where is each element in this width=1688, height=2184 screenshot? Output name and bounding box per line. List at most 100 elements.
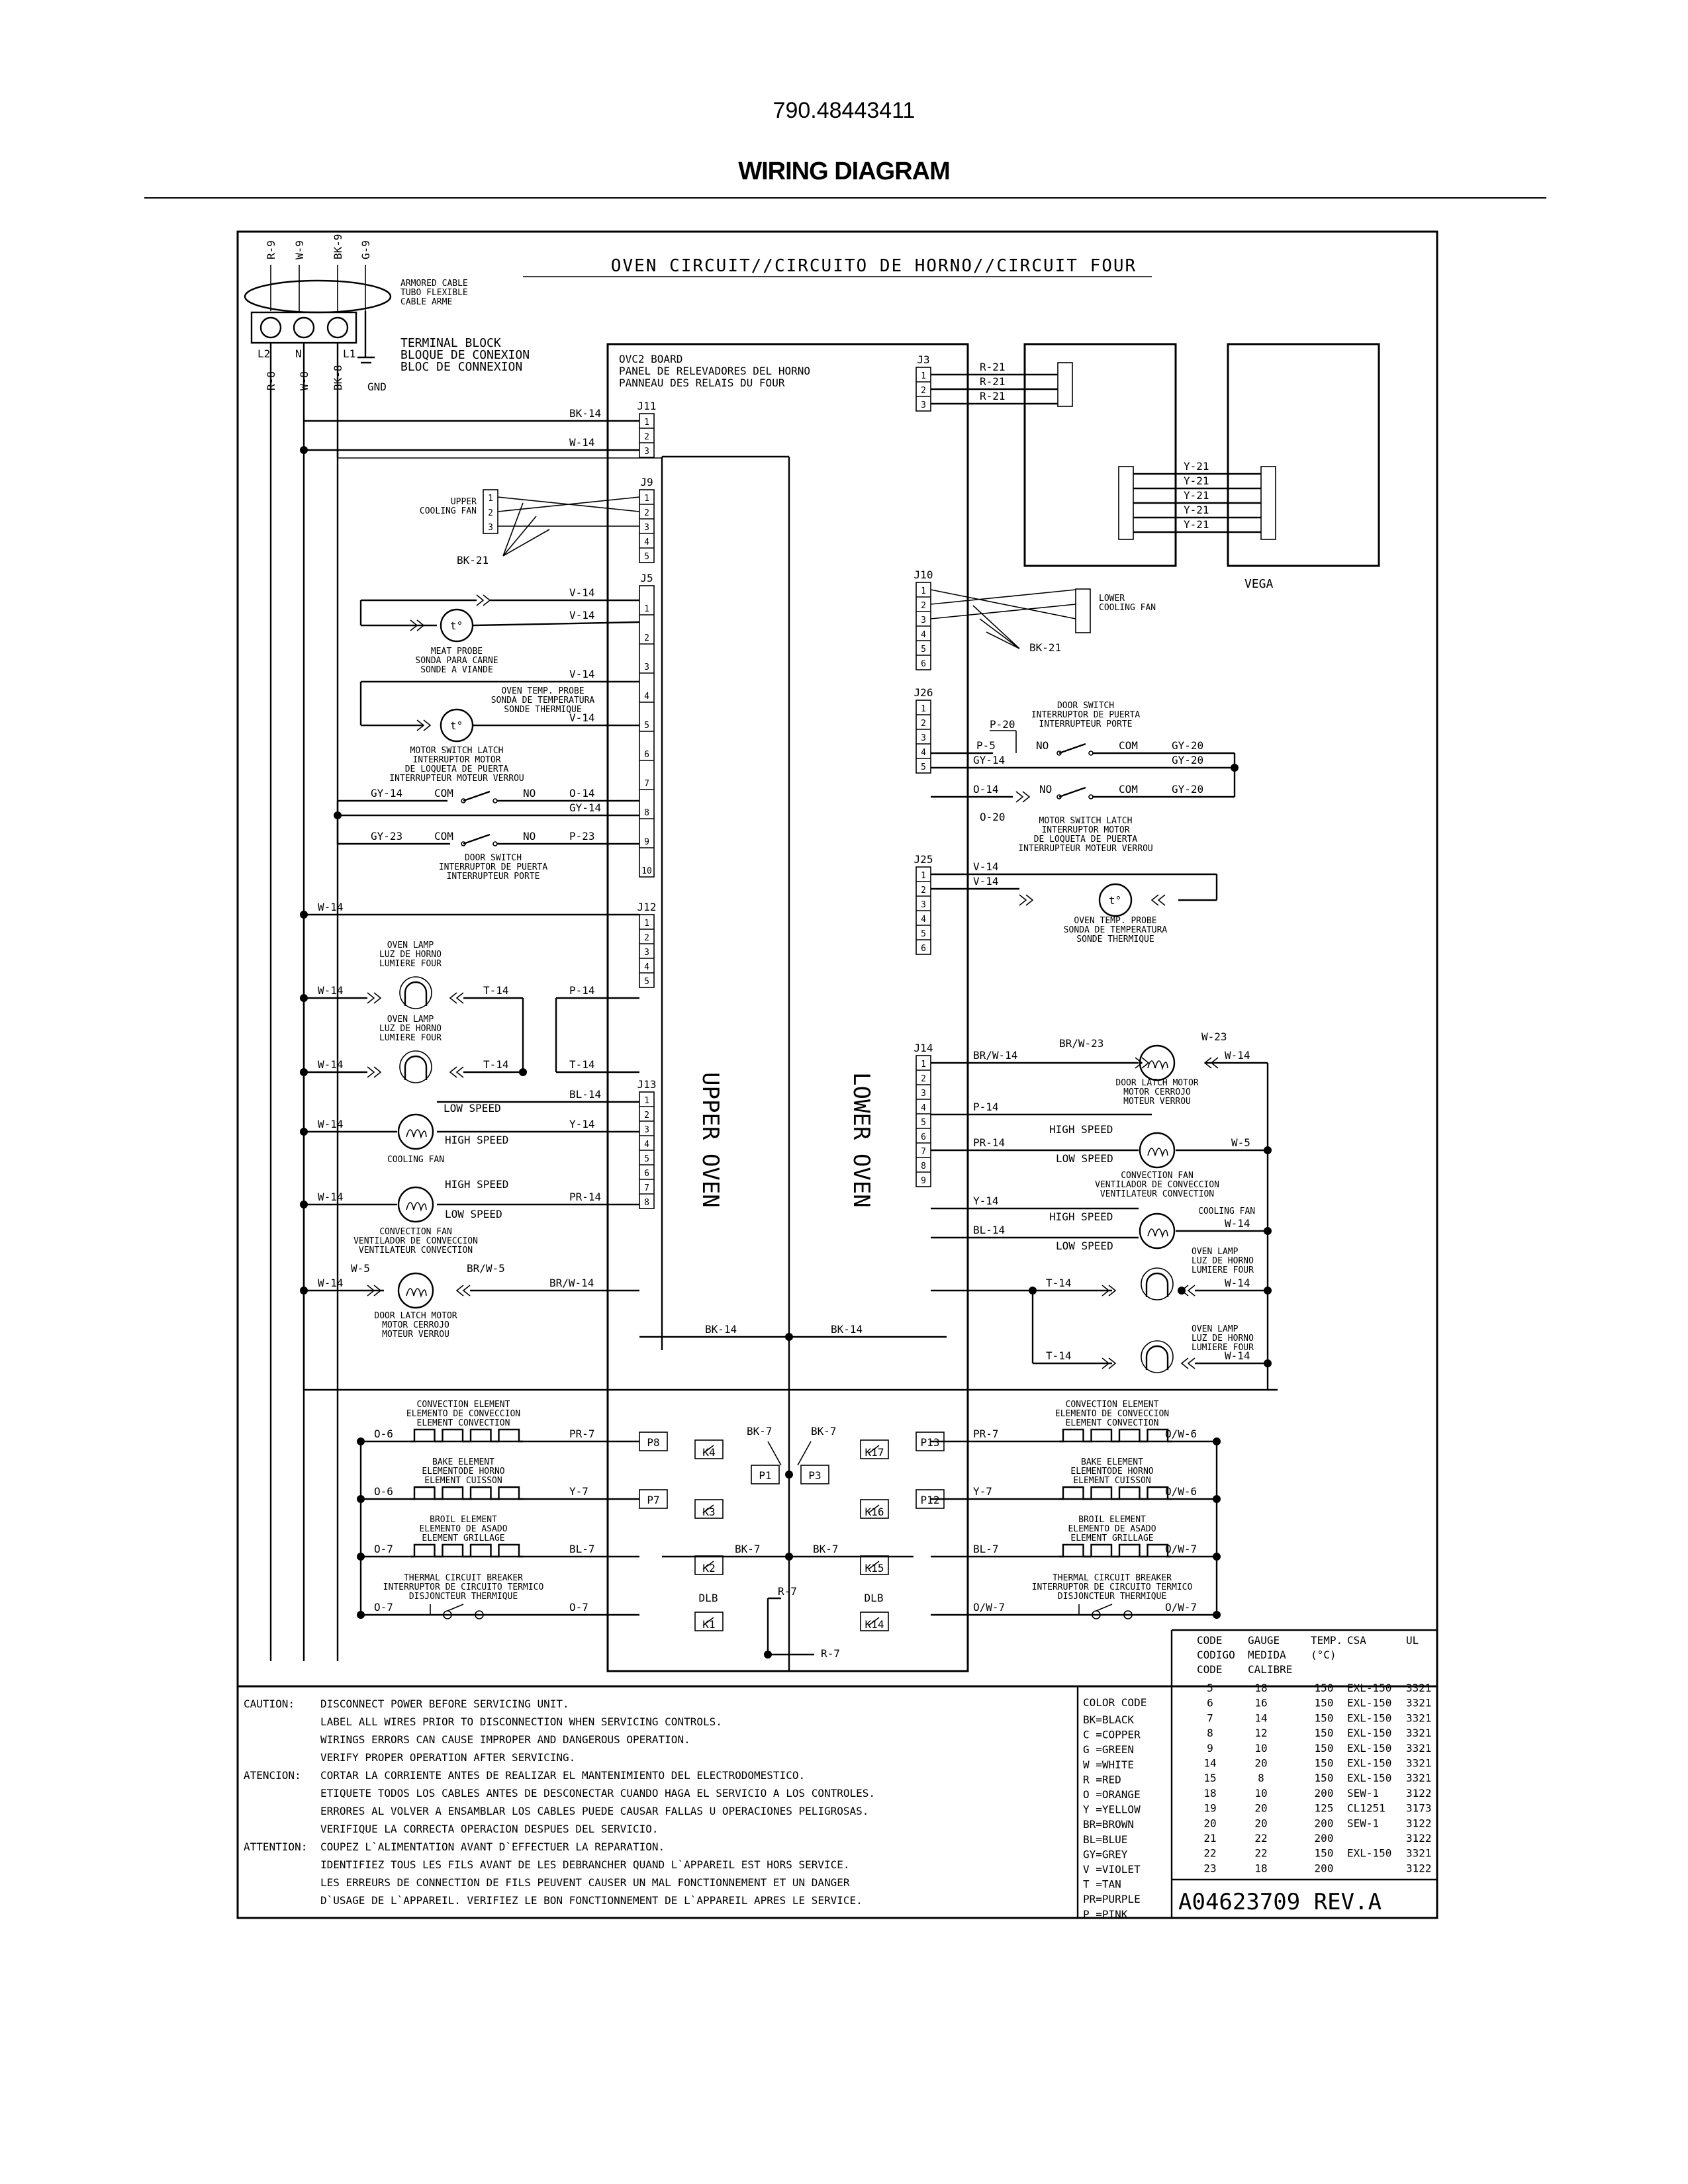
- convection_element-label: ELEMENTO DE CONVECCION: [406, 1409, 520, 1419]
- pin-number: 1: [488, 494, 493, 504]
- gauge-cell: 9: [1207, 1742, 1213, 1754]
- pin-number: 5: [644, 721, 649, 731]
- gauge-cell: EXL-150: [1347, 1727, 1391, 1739]
- gauge-cell: 20: [1254, 1802, 1267, 1815]
- pin-number: 5: [644, 977, 649, 987]
- pin-number: 3: [921, 615, 926, 625]
- plug-label: P7: [647, 1494, 659, 1506]
- gauge-cell: EXL-150: [1347, 1682, 1391, 1694]
- gauge-cell: EXL-150: [1347, 1772, 1391, 1784]
- caution-text: WIRINGS ERRORS CAN CAUSE IMPROPER AND DA…: [320, 1733, 690, 1746]
- wire-label: R-7: [821, 1647, 840, 1660]
- pin-number: 2: [921, 886, 926, 895]
- gauge-cell: 150: [1315, 1742, 1334, 1754]
- gauge-cell: 18: [1203, 1787, 1216, 1799]
- connector-label: J10: [914, 569, 933, 581]
- wire-label: V-14: [569, 711, 595, 724]
- gauge-cell: 15: [1203, 1772, 1216, 1784]
- atencion-text: CORTAR LA CORRIENTE ANTES DE REALIZAR EL…: [320, 1769, 805, 1782]
- relay-label: K16: [865, 1506, 884, 1518]
- wire-label: Y-7: [569, 1485, 588, 1498]
- motor-winding: [406, 1202, 427, 1212]
- heating-element-icon: [410, 1428, 523, 1443]
- plug-icon: [416, 719, 432, 731]
- motor-switch-latch-label: DE LOQUETA DE PUERTA: [405, 764, 509, 774]
- motor-icon: [1139, 1132, 1176, 1169]
- connector-J12: [639, 914, 655, 988]
- wire-label: BK-21: [1029, 641, 1061, 654]
- wire-label: PR-7: [973, 1428, 999, 1440]
- wire-label: Y-7: [973, 1485, 992, 1498]
- lamp-icon: [1145, 1345, 1169, 1370]
- diagram-frame: [236, 230, 1438, 1919]
- plug-icon: [1102, 1357, 1117, 1369]
- door-latch-motor-label: DOOR LATCH MOTOR: [374, 1311, 457, 1321]
- gauge-header: CSA: [1347, 1634, 1366, 1647]
- pin-number: 2: [921, 601, 926, 611]
- plug-icon: [367, 992, 382, 1004]
- color-code-entry: T =TAN: [1083, 1878, 1121, 1891]
- pin-number: 2: [644, 508, 649, 518]
- terminal-screw: [326, 316, 349, 339]
- board-label: PANNEAU DES RELAIS DU FOUR: [619, 377, 785, 389]
- oven-lamp-label: LUZ DE HORNO: [1192, 1256, 1254, 1266]
- door-latch-motor-label: MOTOR CERROJO: [382, 1320, 449, 1330]
- wire-label: Y-21: [1184, 460, 1209, 473]
- pin-number: 4: [644, 962, 649, 972]
- oven-lamp-label: LUZ DE HORNO: [1192, 1334, 1254, 1343]
- motor-icon: [1139, 1044, 1176, 1081]
- board-label: PANEL DE RELEVADORES DEL HORNO: [619, 365, 810, 377]
- meat-probe-label: SONDA PARA CARNE: [415, 656, 498, 666]
- terminal-block-label: BLOC DE CONNEXION: [400, 360, 522, 374]
- pin-number: 2: [488, 508, 493, 518]
- supply-wire-label: BK-8: [332, 365, 344, 390]
- oven-lamp-label: LUMIERE FOUR: [379, 959, 442, 969]
- plug-P7: [639, 1489, 668, 1509]
- pin-number: 10: [641, 866, 652, 876]
- plug-icon: [449, 992, 464, 1004]
- wire-label: BK-7: [735, 1543, 761, 1555]
- wire-label: W-23: [1201, 1030, 1227, 1043]
- junction-dot: [764, 1651, 772, 1659]
- wire-label: COM: [1119, 783, 1138, 796]
- gauge-cell: 200: [1315, 1817, 1334, 1829]
- gauge-header: GAUGE: [1248, 1634, 1280, 1647]
- motor-icon: [397, 1186, 434, 1223]
- probe-symbol: t°: [450, 619, 463, 632]
- color-code-entry: G =GREEN: [1083, 1743, 1134, 1756]
- relay-contact: [868, 1445, 880, 1454]
- oven-lamp-label: OVEN LAMP: [1192, 1324, 1239, 1334]
- gauge-cell: 3122: [1406, 1862, 1432, 1874]
- pin-number: 5: [644, 1154, 649, 1164]
- wire-label: T-14: [483, 984, 509, 997]
- wire-label: HIGH SPEED: [1049, 1123, 1113, 1136]
- plug-icon: [476, 594, 491, 606]
- pin-number: 2: [921, 386, 926, 396]
- pin-number: 8: [644, 1198, 649, 1208]
- wire-label: BK-7: [811, 1425, 837, 1437]
- relay-contact: [868, 1617, 880, 1626]
- gauge-cell: 200: [1315, 1787, 1334, 1799]
- atencion-label: ATENCION:: [244, 1769, 301, 1782]
- pin-number: 3: [644, 662, 649, 672]
- wire-label: T-14: [1046, 1349, 1072, 1362]
- pin-number: 3: [644, 447, 649, 457]
- pin-number: 1: [921, 871, 926, 881]
- oven-temp-probe-label: OVEN TEMP. PROBE: [1074, 916, 1156, 926]
- oven-lamp-label: LUZ DE HORNO: [379, 950, 442, 960]
- color-code-entry: PR=PURPLE: [1083, 1893, 1141, 1905]
- pin-number: 7: [921, 1147, 926, 1157]
- pin-number: 5: [921, 929, 926, 939]
- meat-probe-label: MEAT PROBE: [431, 647, 483, 657]
- gauge-cell: 3321: [1406, 1757, 1432, 1770]
- wire-label: W-14: [318, 1191, 344, 1203]
- attention-text: LES ERREURS DE CONNECTION DE FILS PEUVEN…: [320, 1876, 850, 1889]
- wire: [797, 1441, 812, 1466]
- caution-text: VERIFY PROPER OPERATION AFTER SERVICING.: [320, 1751, 575, 1764]
- pin-number: 2: [644, 1111, 649, 1120]
- connector-J26: [915, 700, 931, 774]
- bake_element-label: BAKE ELEMENT: [1081, 1457, 1143, 1467]
- gauge-cell: 200: [1315, 1832, 1334, 1844]
- gauge-cell: 3321: [1406, 1742, 1432, 1754]
- gauge-cell: 5: [1207, 1682, 1213, 1694]
